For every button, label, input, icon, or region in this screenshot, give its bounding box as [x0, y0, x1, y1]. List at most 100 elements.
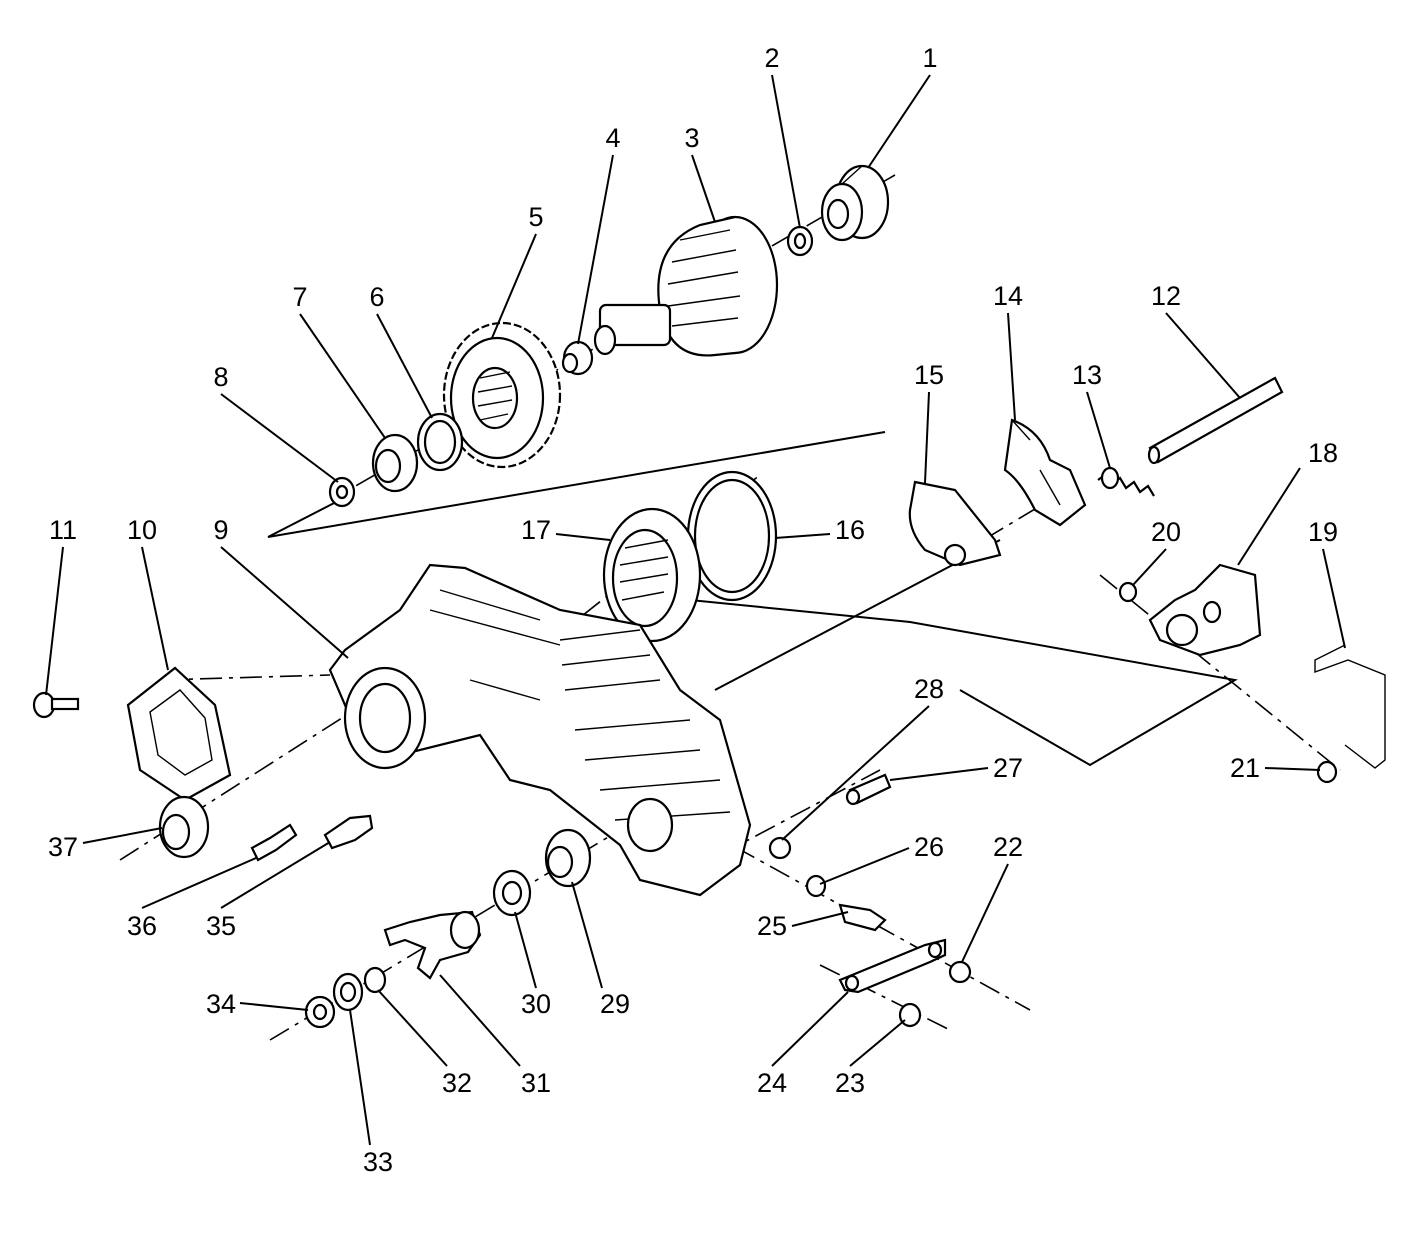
callout-5: 5	[528, 202, 543, 232]
part-9-transfer-case-housing	[328, 563, 752, 897]
leader-line-9	[220, 546, 349, 659]
part-28-nut	[768, 836, 792, 860]
leader-line-26	[819, 847, 910, 885]
leader-line-11	[45, 546, 64, 696]
callout-31: 31	[521, 1068, 551, 1098]
callout-2: 2	[764, 43, 779, 73]
part-26-nut	[805, 874, 827, 898]
leader-line-35	[220, 841, 331, 909]
leader-line-18	[1237, 467, 1301, 566]
leader-line-1	[867, 74, 931, 169]
part-15-fork	[908, 480, 1002, 567]
part-13-spring	[1097, 466, 1155, 497]
leader-line-4	[577, 154, 614, 345]
part-30-bearing	[492, 869, 532, 917]
leader-line-32	[377, 989, 448, 1067]
part-20-washer	[1118, 581, 1138, 603]
part-35-sensor	[323, 814, 374, 850]
callout-1: 1	[922, 43, 937, 73]
leader-line-27	[889, 767, 989, 781]
leader-line-7	[299, 313, 386, 439]
leader-line-5	[491, 233, 537, 339]
leader-line-19	[1322, 548, 1346, 649]
part-7-bearing	[371, 433, 419, 493]
callout-18: 18	[1308, 438, 1338, 468]
leader-line-28	[781, 705, 930, 841]
callout-14: 14	[993, 281, 1023, 311]
leader-line-17	[555, 533, 611, 541]
leader-line-14	[1007, 312, 1016, 421]
part-33-seal-ring	[332, 972, 364, 1012]
leader-line-30	[514, 911, 537, 989]
callout-20: 20	[1151, 517, 1181, 547]
leader-line-31	[439, 974, 521, 1067]
part-21-bolt	[1316, 760, 1338, 784]
part-16-snap-ring	[686, 470, 778, 602]
callout-16: 16	[835, 515, 865, 545]
centerline-shift-cam	[1099, 574, 1341, 771]
part-1-bearing-gear	[820, 164, 890, 242]
callout-11: 11	[49, 515, 77, 545]
callout-24: 24	[757, 1068, 787, 1098]
callout-29: 29	[600, 989, 630, 1019]
callout-27: 27	[993, 753, 1023, 783]
callout-labels: 1 2 3 4 5 6 7 8 9 10 11 12 13 14 15 16 1…	[48, 43, 1338, 1177]
part-34-nut	[304, 995, 336, 1029]
centerline-bolt-23	[819, 964, 951, 1031]
part-19-wire-clip	[1314, 644, 1386, 769]
leader-line-3	[691, 154, 716, 223]
centerline-cover-10	[159, 674, 331, 681]
callout-21: 21	[1230, 753, 1260, 783]
leader-line-29	[571, 881, 603, 989]
callout-9: 9	[213, 515, 228, 545]
callout-22: 22	[993, 832, 1023, 862]
part-32-washer	[363, 966, 387, 994]
callout-28: 28	[914, 674, 944, 704]
leader-line-36	[141, 857, 257, 909]
part-4-bushing	[561, 340, 594, 376]
callout-37: 37	[48, 832, 78, 862]
part-17-ring-gear	[602, 507, 702, 643]
part-24-lever	[838, 938, 947, 994]
leader-line-22	[961, 863, 1009, 963]
callout-32: 32	[442, 1068, 472, 1098]
leader-line-33	[349, 1009, 371, 1146]
callout-35: 35	[206, 911, 236, 941]
callout-8: 8	[213, 362, 228, 392]
part-36-fitting	[250, 823, 298, 862]
leader-line-37	[82, 827, 163, 844]
leader-line-24	[771, 991, 849, 1067]
callout-7: 7	[292, 282, 307, 312]
leader-line-12	[1165, 312, 1241, 399]
callout-34: 34	[206, 989, 236, 1019]
part-11-bolt	[32, 691, 80, 719]
callout-10: 10	[127, 515, 157, 545]
part-37-seal	[158, 795, 210, 859]
callout-25: 25	[757, 911, 787, 941]
shift-rail-path	[689, 539, 1238, 767]
leader-line-2	[771, 74, 801, 229]
leader-v-lines	[267, 431, 886, 538]
callout-3: 3	[684, 123, 699, 153]
part-14-shift-fork	[1003, 418, 1087, 527]
callout-12: 12	[1151, 281, 1181, 311]
leader-line-8	[220, 393, 339, 483]
leader-line-20	[1132, 548, 1167, 586]
callout-26: 26	[914, 832, 944, 862]
callout-23: 23	[835, 1068, 865, 1098]
part-25-stud	[838, 903, 887, 932]
callout-15: 15	[914, 360, 944, 390]
callout-17: 17	[521, 515, 551, 545]
callout-33: 33	[363, 1147, 393, 1177]
part-27-plug	[845, 773, 892, 806]
callout-13: 13	[1072, 360, 1102, 390]
part-18-shift-sector	[1148, 563, 1262, 657]
callout-30: 30	[521, 989, 551, 1019]
leader-line-21	[1264, 767, 1321, 771]
callout-4: 4	[605, 123, 620, 153]
part-22-nut	[948, 960, 972, 984]
part-3-planetary-carrier	[593, 215, 779, 357]
callout-19: 19	[1308, 517, 1338, 547]
